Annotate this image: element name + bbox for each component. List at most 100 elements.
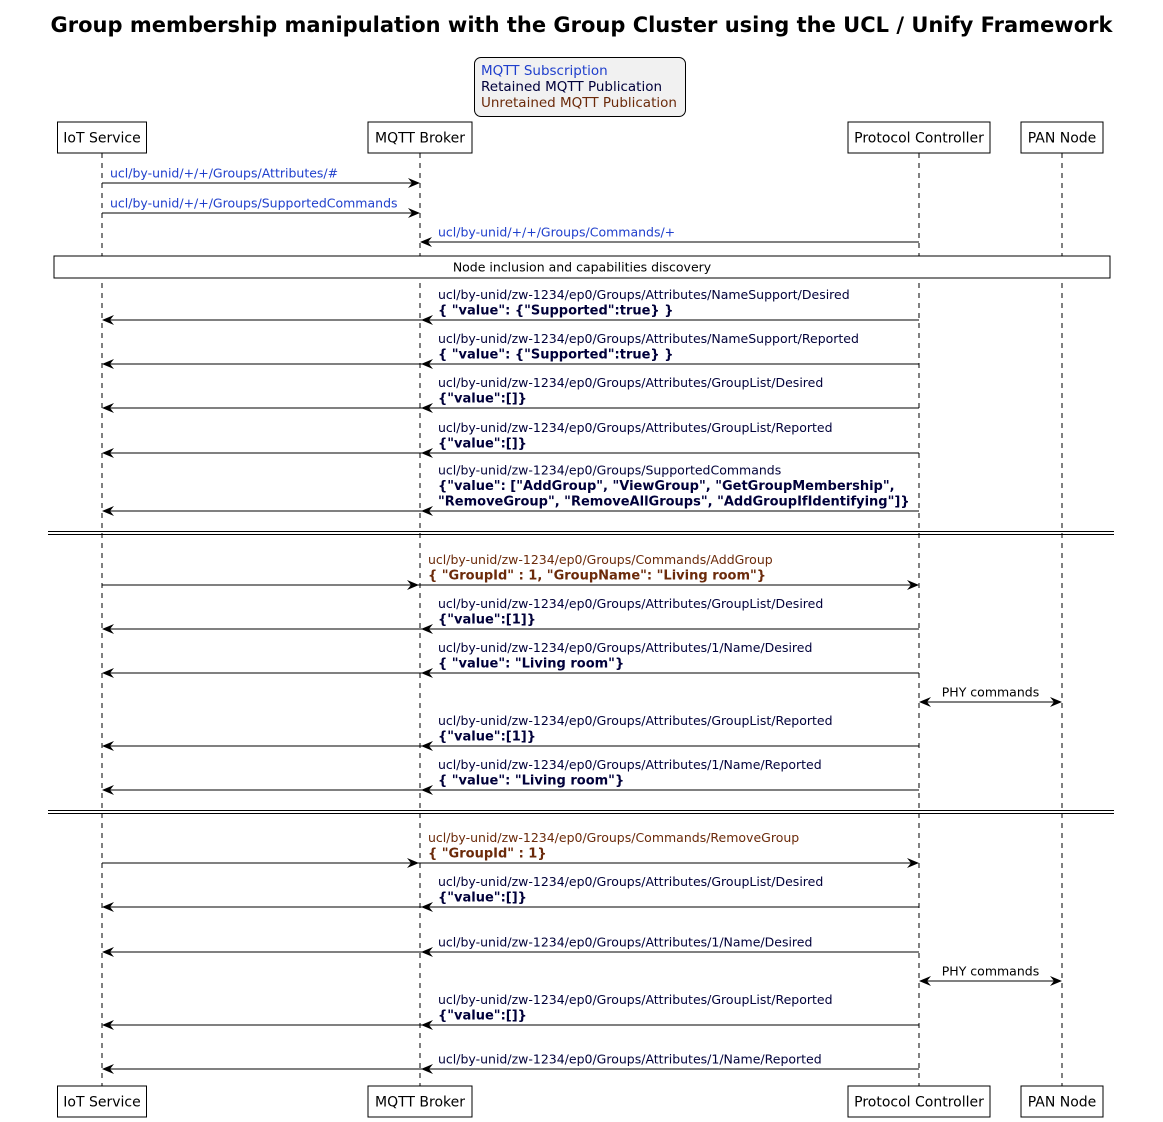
message: ucl/by-unid/zw-1234/ep0/Groups/Supported… xyxy=(102,463,919,516)
note-box xyxy=(53,255,1111,279)
message-payload: { "value": {"Supported":true} } xyxy=(438,348,673,363)
participant-box xyxy=(57,121,147,154)
participant-broker-footer: MQTT Broker xyxy=(367,1085,473,1118)
message-arrowhead xyxy=(421,668,433,678)
participant-label: PAN Node xyxy=(1028,131,1097,147)
message: ucl/by-unid/zw-1234/ep0/Groups/Attribute… xyxy=(102,935,919,957)
message-topic: ucl/by-unid/zw-1234/ep0/Groups/Commands/… xyxy=(428,552,773,567)
message: ucl/by-unid/zw-1234/ep0/Groups/Attribute… xyxy=(102,713,919,751)
message-topic: ucl/by-unid/zw-1234/ep0/Groups/Attribute… xyxy=(438,596,823,611)
participant-box xyxy=(1020,121,1104,154)
participant-label: IoT Service xyxy=(63,131,140,147)
message: ucl/by-unid/zw-1234/ep0/Groups/Attribute… xyxy=(102,596,919,634)
message: ucl/by-unid/zw-1234/ep0/Groups/Attribute… xyxy=(102,420,919,458)
message-topic: ucl/by-unid/zw-1234/ep0/Groups/Attribute… xyxy=(438,331,859,346)
message: PHY commands xyxy=(919,685,1062,707)
message: ucl/by-unid/+/+/Groups/Commands/+ xyxy=(420,225,919,247)
message-topic: ucl/by-unid/zw-1234/ep0/Groups/Attribute… xyxy=(438,420,833,435)
diagram-title: Group membership manipulation with the G… xyxy=(50,13,1113,37)
participant-label: MQTT Broker xyxy=(375,1095,465,1111)
message-payload: {"value":[]} xyxy=(438,1009,527,1024)
participant-label: Protocol Controller xyxy=(854,1095,984,1111)
participant-box xyxy=(847,121,991,154)
message-arrowhead xyxy=(421,1020,433,1030)
divider xyxy=(48,810,1114,814)
message-payload: {"value": ["AddGroup", "ViewGroup", "Get… xyxy=(438,479,895,494)
message-topic: PHY commands xyxy=(942,685,1039,700)
message-topic: ucl/by-unid/zw-1234/ep0/Groups/Supported… xyxy=(438,463,781,478)
participant-label: PAN Node xyxy=(1028,1095,1097,1111)
participant-pc-footer: Protocol Controller xyxy=(847,1085,991,1118)
message-arrowhead xyxy=(421,741,433,751)
message-topic: ucl/by-unid/zw-1234/ep0/Groups/Attribute… xyxy=(438,935,812,950)
message-arrowhead xyxy=(421,624,433,634)
message-topic: ucl/by-unid/+/+/Groups/Commands/+ xyxy=(438,225,675,240)
message: ucl/by-unid/+/+/Groups/Attributes/# xyxy=(102,166,420,188)
message-arrowhead xyxy=(421,785,433,795)
message-payload: { "value": {"Supported":true} } xyxy=(438,304,673,319)
message-topic: ucl/by-unid/zw-1234/ep0/Groups/Attribute… xyxy=(438,287,850,302)
participant-box xyxy=(367,121,473,154)
divider xyxy=(48,531,1114,535)
message-topic: ucl/by-unid/zw-1234/ep0/Groups/Commands/… xyxy=(428,830,799,845)
message-arrowhead xyxy=(421,359,433,369)
participant-box xyxy=(1020,1085,1104,1118)
participant-box xyxy=(57,1085,147,1118)
legend-subscription: MQTT Subscription xyxy=(481,63,608,79)
message-payload: "RemoveGroup", "RemoveAllGroups", "AddGr… xyxy=(438,495,910,510)
message-arrowhead xyxy=(421,506,433,516)
message-payload: { "GroupId" : 1} xyxy=(428,847,547,862)
legend: MQTT Subscription Retained MQTT Publicat… xyxy=(474,57,686,117)
message-payload: { "value": "Living room"} xyxy=(438,657,624,672)
message-payload: { "value": "Living room"} xyxy=(438,774,624,789)
participant-iot-header: IoT Service xyxy=(57,121,147,154)
message-topic: ucl/by-unid/zw-1234/ep0/Groups/Attribute… xyxy=(438,757,822,772)
message-arrowhead xyxy=(407,858,419,868)
message-topic: ucl/by-unid/+/+/Groups/Attributes/# xyxy=(110,166,338,181)
message: ucl/by-unid/zw-1234/ep0/Groups/Attribute… xyxy=(102,874,919,912)
participant-pc-header: Protocol Controller xyxy=(847,121,991,154)
message-payload: {"value":[1]} xyxy=(438,613,536,628)
message: ucl/by-unid/zw-1234/ep0/Groups/Attribute… xyxy=(102,992,919,1030)
message: PHY commands xyxy=(919,964,1062,986)
message: ucl/by-unid/zw-1234/ep0/Groups/Attribute… xyxy=(102,1052,919,1074)
message-payload: {"value":[]} xyxy=(438,437,527,452)
message-arrowhead xyxy=(421,403,433,413)
message-topic: ucl/by-unid/zw-1234/ep0/Groups/Attribute… xyxy=(438,874,823,889)
message-arrowhead xyxy=(421,902,433,912)
message: ucl/by-unid/zw-1234/ep0/Groups/Attribute… xyxy=(102,640,919,678)
note: Node inclusion and capabilities discover… xyxy=(53,255,1111,279)
legend-retained: Retained MQTT Publication xyxy=(481,79,663,95)
message: ucl/by-unid/zw-1234/ep0/Groups/Attribute… xyxy=(102,331,919,369)
participant-pan-header: PAN Node xyxy=(1020,121,1104,154)
message-payload: {"value":[1]} xyxy=(438,730,536,745)
message-topic: ucl/by-unid/zw-1234/ep0/Groups/Attribute… xyxy=(438,1052,822,1067)
participant-label: IoT Service xyxy=(63,1095,140,1111)
message: ucl/by-unid/zw-1234/ep0/Groups/Commands/… xyxy=(102,552,919,590)
message-topic: ucl/by-unid/zw-1234/ep0/Groups/Attribute… xyxy=(438,640,812,655)
message: ucl/by-unid/zw-1234/ep0/Groups/Attribute… xyxy=(102,757,919,795)
message: ucl/by-unid/zw-1234/ep0/Groups/Commands/… xyxy=(102,830,919,868)
message-topic: PHY commands xyxy=(942,964,1039,979)
message-topic: ucl/by-unid/zw-1234/ep0/Groups/Attribute… xyxy=(438,992,833,1007)
message-arrowhead xyxy=(421,1064,433,1074)
participant-broker-header: MQTT Broker xyxy=(367,121,473,154)
note-text: Node inclusion and capabilities discover… xyxy=(453,260,712,275)
message-arrowhead xyxy=(421,315,433,325)
message-arrowhead xyxy=(421,947,433,957)
message-payload: {"value":[]} xyxy=(438,891,527,906)
message-topic: ucl/by-unid/zw-1234/ep0/Groups/Attribute… xyxy=(438,713,833,728)
participant-iot-footer: IoT Service xyxy=(57,1085,147,1118)
message: ucl/by-unid/zw-1234/ep0/Groups/Attribute… xyxy=(102,287,919,325)
legend-unretained: Unretained MQTT Publication xyxy=(481,95,677,111)
participant-label: Protocol Controller xyxy=(854,131,984,147)
message: ucl/by-unid/zw-1234/ep0/Groups/Attribute… xyxy=(102,375,919,413)
participant-box xyxy=(367,1085,473,1118)
message: ucl/by-unid/+/+/Groups/SupportedCommands xyxy=(102,196,420,218)
participant-box xyxy=(847,1085,991,1118)
message-payload: { "GroupId" : 1, "GroupName": "Living ro… xyxy=(428,569,766,584)
message-arrowhead xyxy=(421,448,433,458)
participant-pan-footer: PAN Node xyxy=(1020,1085,1104,1118)
participant-label: MQTT Broker xyxy=(375,131,465,147)
